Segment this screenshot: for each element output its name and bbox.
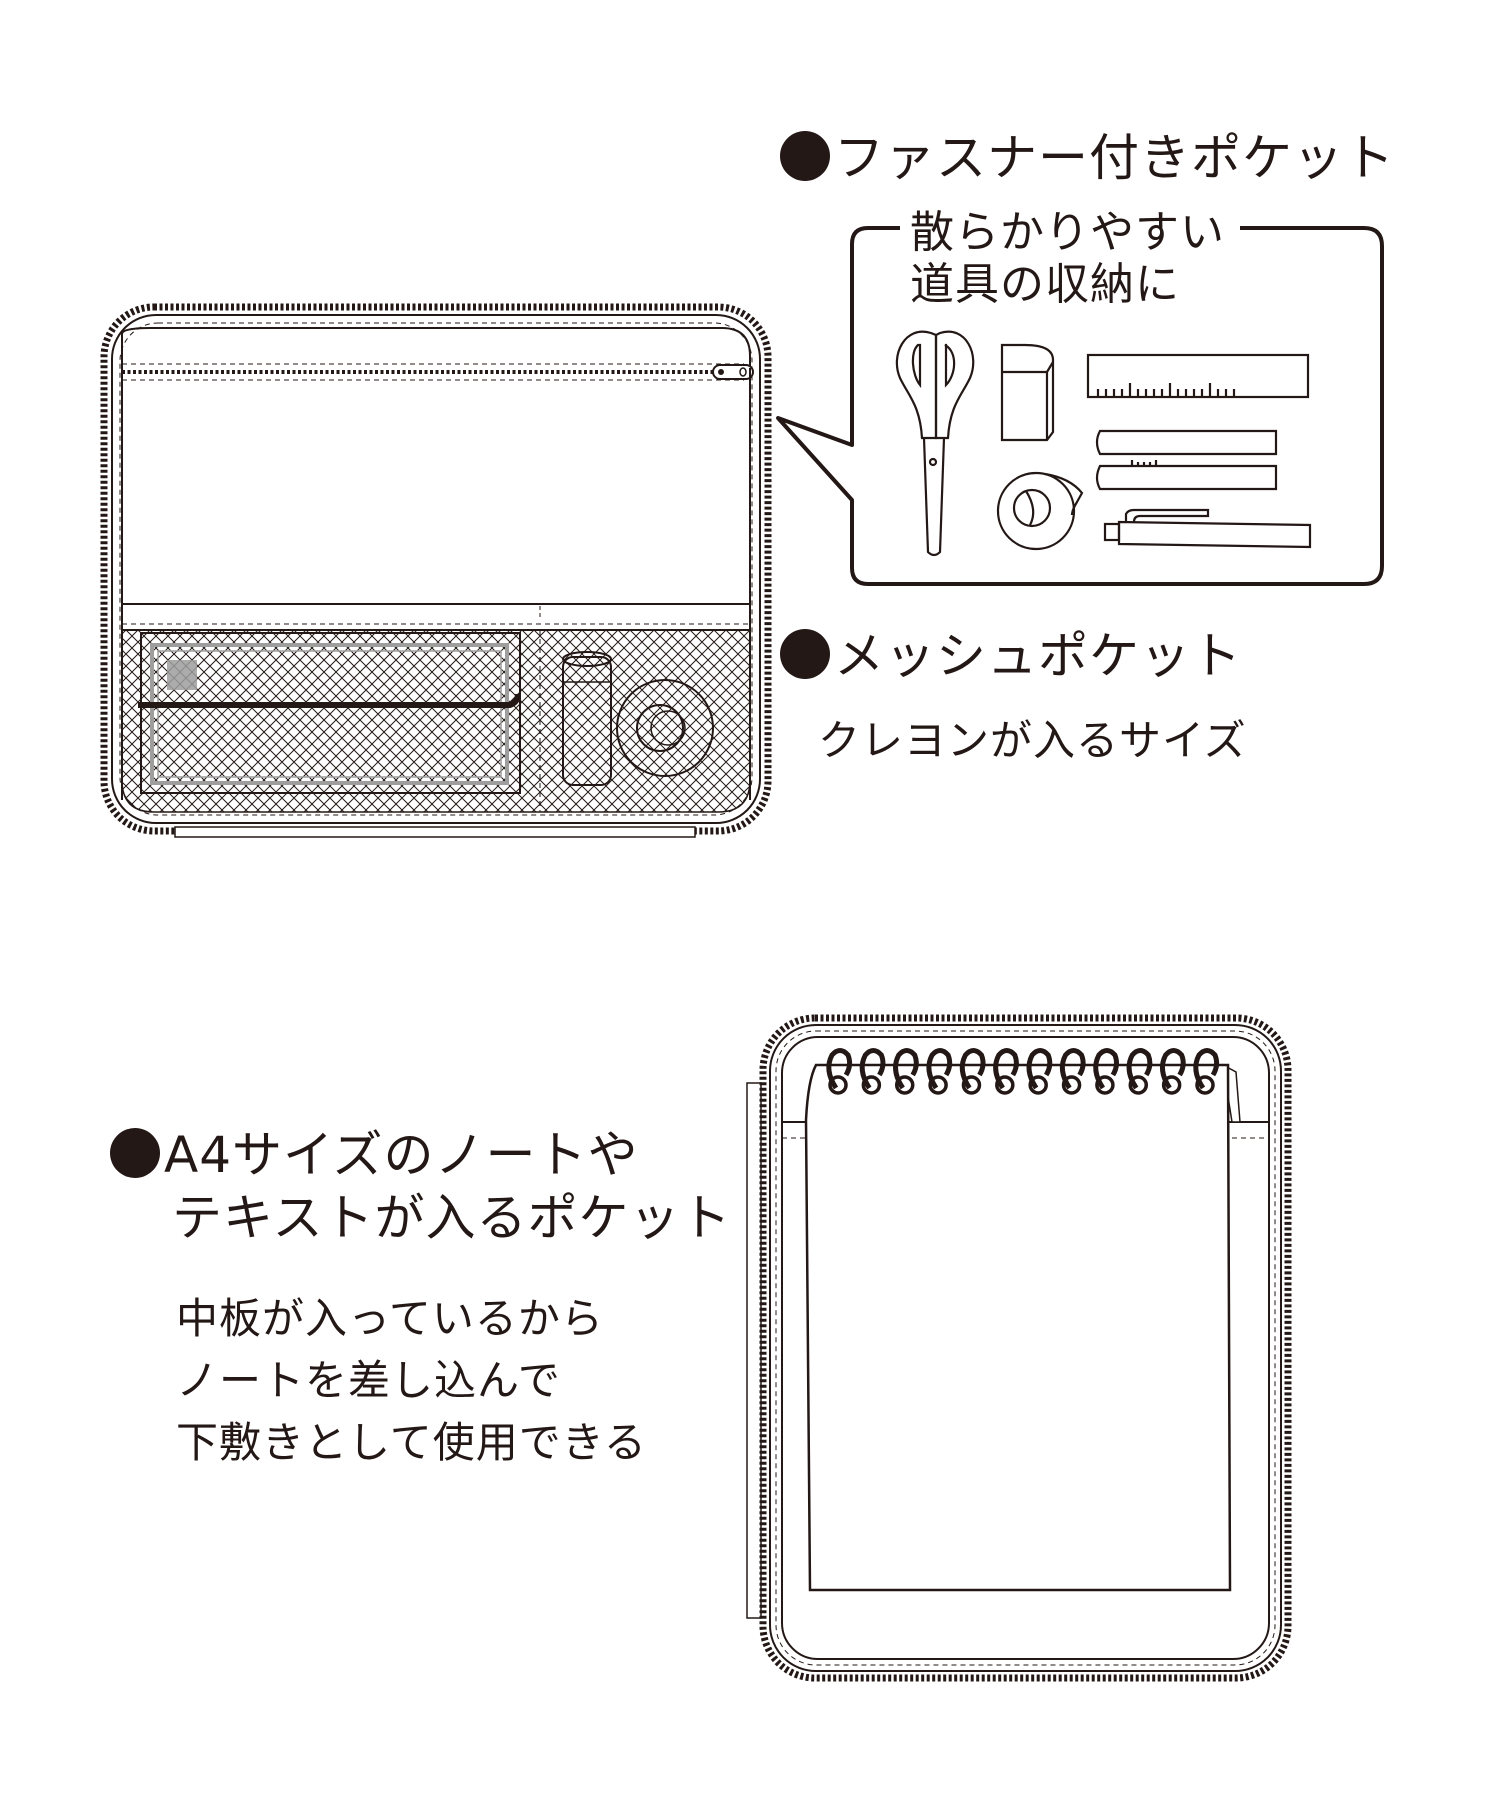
a4-pocket-title-line-1: A4サイズのノートや	[164, 1126, 639, 1184]
zipper-pull-icon	[712, 364, 754, 380]
pen-icon	[1103, 508, 1312, 549]
eraser-icon	[1000, 343, 1055, 442]
spiral-ring	[926, 1048, 953, 1095]
scissors-icon	[895, 330, 975, 557]
zipper-pocket-title: ファスナー付きポケット	[834, 129, 1395, 187]
mesh-pocket-title: メッシュポケット	[834, 627, 1242, 685]
spiral-ring	[993, 1048, 1019, 1095]
mesh-pocket-heading: メッシュポケット	[780, 626, 1242, 686]
spiral-ring	[1093, 1048, 1120, 1095]
bubble-line-2: 道具の収納に	[910, 259, 1180, 310]
mesh-pocket-caption: クレヨンが入るサイズ	[818, 716, 1247, 765]
spiral-ring	[1126, 1048, 1153, 1095]
bullet-icon	[780, 131, 830, 181]
spiral-ring	[959, 1048, 986, 1095]
pouch-zipper	[759, 1014, 1292, 1682]
a4-pocket-heading: A4サイズのノートや	[110, 1125, 639, 1185]
spiral-ring	[859, 1048, 886, 1095]
pencil-icon	[1095, 460, 1278, 491]
a4-pocket-title-line-2: テキストが入るポケット	[172, 1189, 732, 1247]
tape-roll-icon	[616, 679, 714, 777]
a4-body-line-1: 中板が入っているから	[176, 1294, 604, 1343]
ruler-icon	[1086, 353, 1310, 399]
spiral-ring	[1059, 1048, 1086, 1095]
pencil-icon	[1095, 429, 1278, 456]
bubble-line-1: 散らかりやすい	[910, 207, 1225, 258]
a4-body-line-3: 下敷きとして使用できる	[176, 1418, 647, 1467]
mesh-area	[121, 629, 751, 813]
bullet-icon	[780, 629, 830, 679]
bullet-icon	[110, 1128, 160, 1178]
spiral-ring	[826, 1048, 853, 1095]
crayon-box-icon	[138, 632, 521, 794]
spiral-ring	[893, 1048, 919, 1095]
spiral-ring	[1159, 1048, 1186, 1095]
notebook-icon	[804, 1048, 1241, 1592]
glue-stick-icon	[562, 651, 612, 786]
zipper-pocket-heading: ファスナー付きポケット	[780, 128, 1395, 188]
tape-roll-icon	[996, 471, 1084, 551]
spiral-ring	[1193, 1048, 1220, 1095]
spiral-ring	[1026, 1048, 1053, 1095]
a4-body-line-2: ノートを差し込んで	[176, 1356, 561, 1405]
